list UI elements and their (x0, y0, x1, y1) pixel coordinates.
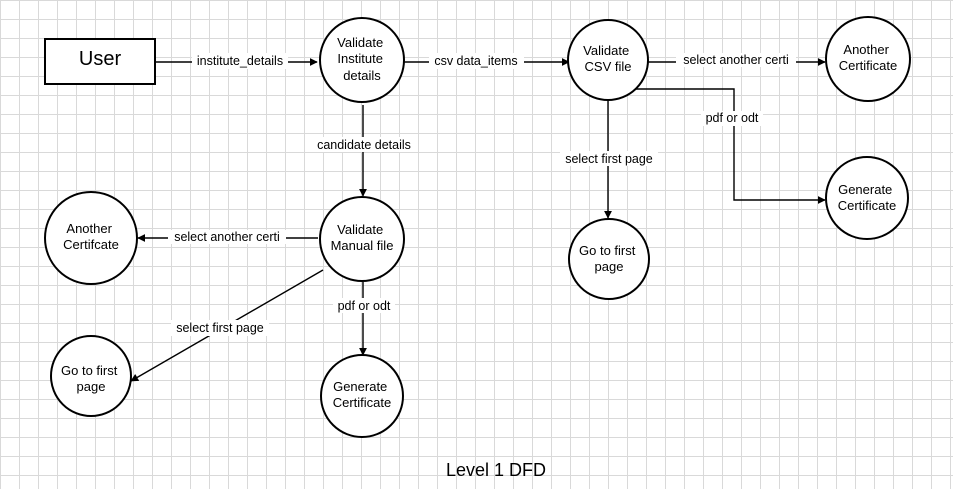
process-another-certifcate-left: Another Certifcate (44, 191, 138, 285)
diagram-title: Level 1 DFD (446, 460, 546, 480)
edge-manual-to-generate-certificate: pdf or odt (333, 282, 395, 356)
edge-label-csv-data-items: csv data_items (434, 54, 517, 68)
process-generate-certificate-right: Generate Certificate (825, 156, 909, 240)
process-validate-manual-file-label: Validate Manual file (331, 222, 394, 253)
edge-label-pdf-or-odt-right: pdf or odt (706, 111, 759, 125)
process-validate-institute-details-label: Validate Institute details (337, 35, 387, 83)
edge-institute-to-manual: candidate details (311, 105, 416, 197)
process-go-to-first-page-middle: Go to first page (568, 218, 650, 300)
edge-csv-to-generate-certificate: pdf or odt (636, 88, 826, 204)
edge-label-select-first-page-middle: select first page (565, 152, 653, 166)
process-validate-csv-file-label: Validate CSV file (583, 43, 633, 74)
edge-label-pdf-or-odt-bottom: pdf or odt (338, 299, 391, 313)
process-generate-certificate-right-label: Generate Certificate (838, 182, 897, 213)
edge-label-select-another-certi-left: select another certi (174, 230, 280, 244)
process-go-to-first-page-middle-label: Go to first page (579, 243, 639, 274)
process-validate-csv-file: Validate CSV file (567, 19, 649, 101)
process-another-certificate-top: Another Certificate (825, 16, 911, 102)
nodes: User Validate Institute details Validate… (44, 16, 911, 438)
edge-institute-to-csv: csv data_items (402, 53, 570, 69)
edge-manual-to-first-page: select first page (130, 269, 324, 382)
process-validate-manual-file: Validate Manual file (319, 196, 405, 282)
edge-label-candidate-details: candidate details (317, 138, 411, 152)
edges: institute_details csv data_items select … (130, 53, 826, 382)
process-validate-institute-details: Validate Institute details (319, 17, 405, 103)
edge-csv-to-first-page: select first page (560, 100, 658, 219)
entity-user: User (44, 38, 156, 85)
edge-label-institute-details: institute_details (197, 54, 283, 68)
edge-manual-to-another-certifcate: select another certi (137, 230, 318, 244)
process-generate-certificate-bottom-label: Generate Certificate (333, 379, 392, 410)
edge-label-select-first-page-left: select first page (176, 321, 264, 335)
process-go-to-first-page-left-label: Go to first page (61, 363, 121, 394)
edge-label-select-another-certi-top: select another certi (683, 53, 789, 67)
edge-user-to-institute: institute_details (155, 53, 318, 69)
edge-csv-to-another-certificate: select another certi (646, 53, 826, 67)
entity-user-label: User (79, 48, 122, 70)
process-go-to-first-page-left: Go to first page (50, 335, 132, 417)
process-another-certifcate-left-label: Another Certifcate (63, 221, 119, 252)
process-another-certificate-top-label: Another Certificate (839, 42, 898, 73)
process-generate-certificate-bottom: Generate Certificate (320, 354, 404, 438)
